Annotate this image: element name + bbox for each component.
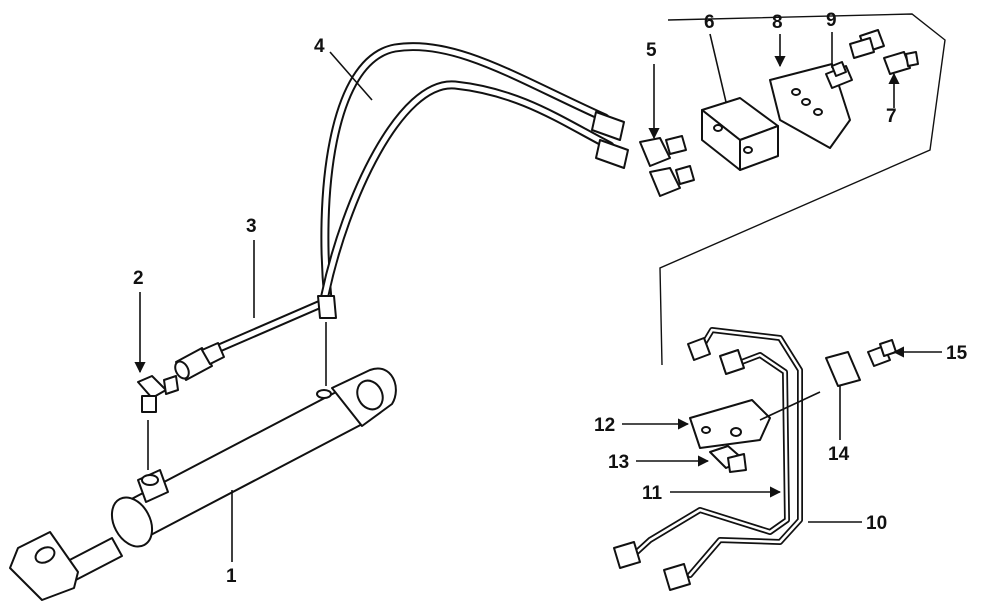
connectors-right	[849, 37, 919, 75]
callout-10: 10	[866, 513, 887, 534]
elbow-fitting-left	[137, 375, 179, 413]
bolt-upper	[825, 29, 885, 89]
callout-15: 15	[946, 343, 968, 364]
callout-8: 8	[772, 12, 783, 33]
callout-6: 6	[704, 12, 715, 33]
callout-1: 1	[226, 566, 237, 587]
elbow-fittings-upper	[639, 135, 695, 197]
callout-3: 3	[246, 216, 257, 237]
callout-14: 14	[828, 444, 850, 465]
callout-9: 9	[826, 10, 837, 31]
callout-2: 2	[133, 268, 144, 289]
callout-13: 13	[608, 452, 629, 473]
valve-block	[701, 97, 779, 171]
hose-long-pair	[317, 42, 629, 319]
callout-11: 11	[642, 483, 663, 504]
hydraulic-cylinder	[9, 367, 397, 601]
clamp-screw	[867, 339, 897, 367]
hose-short	[174, 295, 335, 381]
callout-7: 7	[886, 106, 897, 127]
tube-pair	[613, 327, 803, 591]
callout-4: 4	[314, 36, 325, 57]
tube-clamp	[825, 351, 861, 387]
callout-5: 5	[646, 40, 657, 61]
callout-labels: 1 2 3 4 5 6 7 8 9 10 11 12 13 14 15	[133, 10, 968, 587]
callout-12: 12	[594, 415, 615, 436]
bolt-lower	[709, 445, 747, 473]
callout-leaders	[134, 32, 942, 562]
tube-bracket	[689, 399, 771, 449]
exploded-view-frame	[659, 13, 946, 366]
